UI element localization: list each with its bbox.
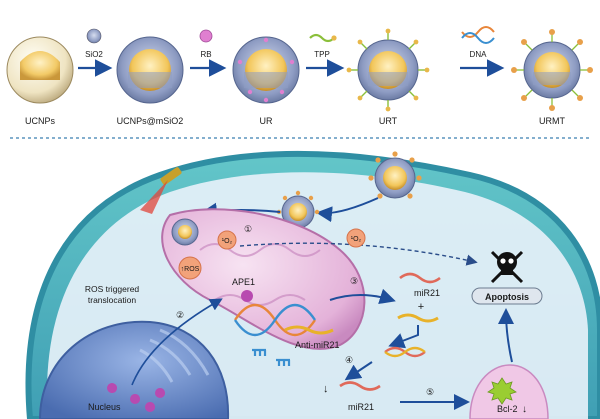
down-arrow-bcl2: ↓ (522, 404, 527, 415)
step-1-marker: ① (244, 224, 252, 234)
label-ucnps: UCNPs (25, 116, 56, 126)
step-label-dna: DNA (470, 50, 488, 59)
laser-beam (140, 180, 168, 214)
label-1o2-left: ¹O₂ (222, 238, 233, 245)
laser (140, 167, 182, 214)
label-ape1: APE1 (232, 277, 255, 287)
label-urt: URT (379, 116, 398, 126)
silica-bead-icon (86, 28, 102, 44)
label-mir21-top: miR21 (414, 288, 440, 298)
arrow-bcl2-to-apoptosis (498, 308, 515, 363)
label-translocation: translocation (88, 295, 136, 305)
particle-urmt (511, 29, 593, 111)
step-label-tpp: TPP (314, 50, 330, 59)
apoptosis: Apoptosis (471, 250, 543, 305)
step-5-marker: ⑤ (426, 387, 434, 397)
rose-bengal-icon (199, 29, 213, 43)
arrow-entry (316, 197, 379, 223)
particle-urt (346, 28, 430, 112)
step-dna: DNA (460, 26, 505, 77)
incoming-nanoparticle (368, 151, 422, 199)
skull-crossbones-icon (490, 250, 524, 284)
step-sio2: SiO2 (78, 28, 113, 77)
mir21-anti-duplex (384, 346, 426, 358)
arrow-ros-to-apoptosis (239, 242, 478, 266)
nuclear-ape1-icons (107, 383, 166, 412)
step-3-marker: ③ (350, 276, 358, 286)
arrow-duplex (388, 325, 419, 349)
step-label-sio2: SiO2 (85, 50, 103, 59)
ape1-enzyme-icon (241, 290, 253, 302)
label-mir21-bottom: miR21 (348, 402, 374, 412)
mito-nanoparticle (171, 218, 199, 246)
label-urmt: URMT (539, 116, 565, 126)
nucleus (38, 320, 230, 419)
internalized-nanoparticle (276, 190, 320, 229)
label-1o2-mid: ¹O₂ (351, 236, 362, 243)
bcl2-protein-icon (487, 377, 517, 405)
label-ros-triggered: ROS triggered (85, 284, 140, 294)
label-ur: UR (260, 116, 273, 126)
mir21-strand-bottom (339, 381, 381, 391)
label-apoptosis: Apoptosis (485, 292, 529, 302)
step-4-marker: ④ (345, 355, 353, 365)
mir21-strand-top (399, 272, 441, 284)
particle-ucnp (6, 36, 74, 104)
label-plus: + (418, 301, 424, 313)
mito-dna-helix (234, 303, 316, 337)
ros-badge: ↑ROS (178, 256, 202, 280)
laser-source-icon (160, 167, 182, 185)
anti-mir21-strand-right (397, 313, 439, 323)
step-label-rb: RB (200, 50, 211, 59)
dna-fragments (252, 348, 291, 366)
arrow-step-4-cell (344, 361, 373, 381)
bcl2-compartment: Bcl-2 ↓ (469, 364, 549, 419)
label-nucleus: Nucleus (88, 402, 121, 412)
singlet-oxygen-mid: ¹O₂ (346, 228, 366, 248)
label-ucnps-msio2: UCNPs@mSiO2 (117, 116, 184, 126)
label-anti-mir21: Anti-miR21 (295, 340, 340, 350)
particle-ur (232, 36, 300, 104)
arrow-step-3-cell (329, 288, 396, 305)
label-bcl2: Bcl-2 (497, 404, 518, 414)
down-arrow-mir21: ↓ (323, 383, 329, 395)
top-row: UCNPs SiO2 UCNPs@mSiO2 RB (6, 26, 593, 126)
anti-mir21-strand (284, 325, 334, 335)
particle-ucnps-msio2 (116, 36, 184, 104)
tpp-ligand-icon (309, 33, 335, 43)
dna-helix-icon (461, 26, 495, 38)
step-rb: RB (190, 29, 227, 77)
singlet-oxygen-left: ¹O₂ (217, 230, 237, 250)
step-tpp: TPP (306, 33, 345, 77)
label-ros: ↑ROS (181, 266, 200, 273)
arrow-translocation (131, 298, 223, 386)
step-2-marker: ② (176, 310, 184, 320)
